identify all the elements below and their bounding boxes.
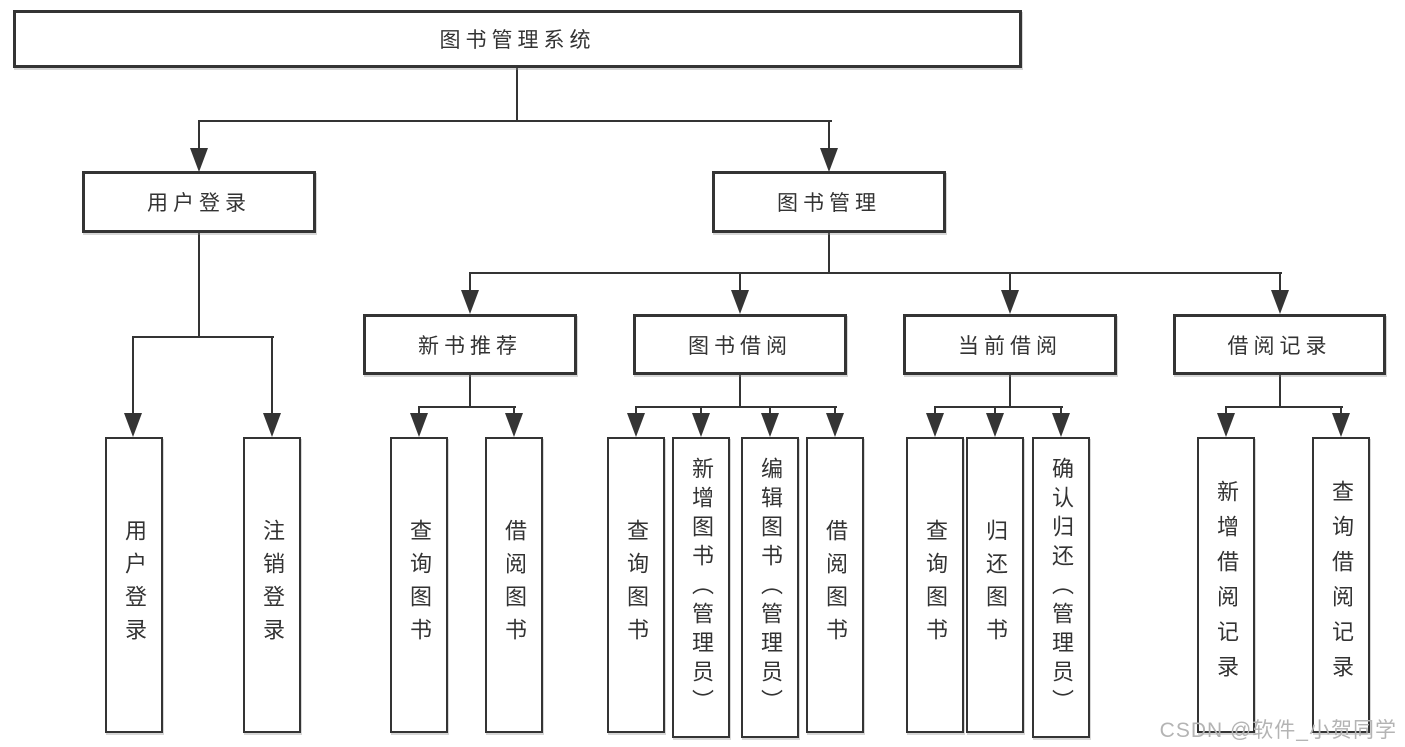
connector-arrow bbox=[410, 406, 428, 437]
leaf-borrow-books-borrowing-label: 借阅图书 bbox=[823, 519, 848, 651]
leaf-borrow-books-borrowing: 借阅图书 bbox=[806, 437, 864, 733]
leaf-user-login-label: 用户登录 bbox=[122, 519, 147, 651]
connector-line bbox=[469, 373, 471, 408]
leaf-add-borrow-record: 新增借阅记录 bbox=[1197, 437, 1255, 733]
leaf-add-books-admin-label: 新增图书（管理员） bbox=[689, 457, 714, 718]
node-library-system-label: 图书管理系统 bbox=[439, 29, 596, 52]
leaf-logout-login: 注销登录 bbox=[243, 437, 301, 733]
connector-arrow bbox=[1001, 272, 1019, 314]
leaf-query-books-borrowing-label: 查询图书 bbox=[624, 519, 649, 651]
connector-line bbox=[635, 406, 837, 408]
leaf-query-books-current: 查询图书 bbox=[906, 437, 964, 733]
connector-line bbox=[1225, 406, 1343, 408]
connector-line bbox=[739, 373, 741, 408]
node-user-login-label: 用户登录 bbox=[147, 192, 251, 215]
connector-arrow bbox=[692, 406, 710, 437]
leaf-edit-books-admin: 编辑图书（管理员） bbox=[741, 437, 799, 738]
leaf-borrow-books-recommend: 借阅图书 bbox=[485, 437, 543, 733]
connector-arrow bbox=[1332, 406, 1350, 437]
connector-line bbox=[132, 336, 274, 338]
leaf-query-books-current-label: 查询图书 bbox=[923, 519, 948, 651]
connector-line bbox=[469, 272, 1282, 274]
connector-arrow bbox=[505, 406, 523, 437]
node-current-borrowing: 当前借阅 bbox=[903, 314, 1117, 375]
node-current-borrowing-label: 当前借阅 bbox=[958, 334, 1062, 358]
connector-arrow bbox=[461, 272, 479, 314]
connector-arrow bbox=[820, 120, 838, 172]
connector-arrow bbox=[1052, 406, 1070, 437]
leaf-logout-login-label: 注销登录 bbox=[260, 519, 285, 651]
leaf-add-borrow-record-label: 新增借阅记录 bbox=[1214, 480, 1239, 690]
connector-line bbox=[516, 66, 518, 122]
connector-line bbox=[828, 231, 830, 274]
leaf-confirm-return-admin: 确认归还（管理员） bbox=[1032, 437, 1090, 738]
connector-arrow bbox=[761, 406, 779, 437]
connector-arrow bbox=[1271, 272, 1289, 314]
leaf-query-books-borrowing: 查询图书 bbox=[607, 437, 665, 733]
node-book-management: 图书管理 bbox=[712, 171, 946, 233]
node-borrowing-records-label: 借阅记录 bbox=[1227, 334, 1332, 358]
connector-arrow bbox=[826, 406, 844, 437]
leaf-return-books-label: 归还图书 bbox=[983, 519, 1008, 651]
node-new-book-recommend-label: 新书推荐 bbox=[418, 334, 522, 358]
leaf-edit-books-admin-label: 编辑图书（管理员） bbox=[758, 457, 783, 718]
watermark: CSDN @软件_小贺同学 bbox=[1159, 719, 1397, 742]
connector-arrow bbox=[731, 272, 749, 314]
connector-arrow bbox=[190, 120, 208, 172]
connector-arrow bbox=[627, 406, 645, 437]
leaf-add-books-admin: 新增图书（管理员） bbox=[672, 437, 730, 738]
connector-arrow bbox=[986, 406, 1004, 437]
leaf-query-borrow-record: 查询借阅记录 bbox=[1312, 437, 1370, 733]
node-new-book-recommend: 新书推荐 bbox=[363, 314, 577, 375]
connector-line bbox=[1009, 373, 1011, 408]
connector-arrow bbox=[1217, 406, 1235, 437]
connector-arrow bbox=[124, 336, 142, 437]
connector-arrow bbox=[926, 406, 944, 437]
node-user-login: 用户登录 bbox=[82, 171, 316, 233]
leaf-query-borrow-record-label: 查询借阅记录 bbox=[1329, 480, 1354, 690]
connector-line bbox=[934, 406, 1063, 408]
connector-line bbox=[418, 406, 516, 408]
leaf-borrow-books-recommend-label: 借阅图书 bbox=[502, 519, 527, 651]
connector-line bbox=[198, 120, 832, 122]
leaf-confirm-return-admin-label: 确认归还（管理员） bbox=[1049, 457, 1074, 718]
node-borrowing-records: 借阅记录 bbox=[1173, 314, 1386, 375]
node-library-system: 图书管理系统 bbox=[13, 10, 1022, 68]
node-book-management-label: 图书管理 bbox=[777, 192, 881, 215]
node-book-borrowing-label: 图书借阅 bbox=[688, 334, 792, 358]
leaf-query-books-recommend-label: 查询图书 bbox=[407, 519, 432, 651]
connector-arrow bbox=[263, 336, 281, 437]
connector-line bbox=[1279, 373, 1281, 408]
leaf-user-login: 用户登录 bbox=[105, 437, 163, 733]
leaf-query-books-recommend: 查询图书 bbox=[390, 437, 448, 733]
node-book-borrowing: 图书借阅 bbox=[633, 314, 847, 375]
leaf-return-books: 归还图书 bbox=[966, 437, 1024, 733]
connector-line bbox=[198, 231, 200, 338]
